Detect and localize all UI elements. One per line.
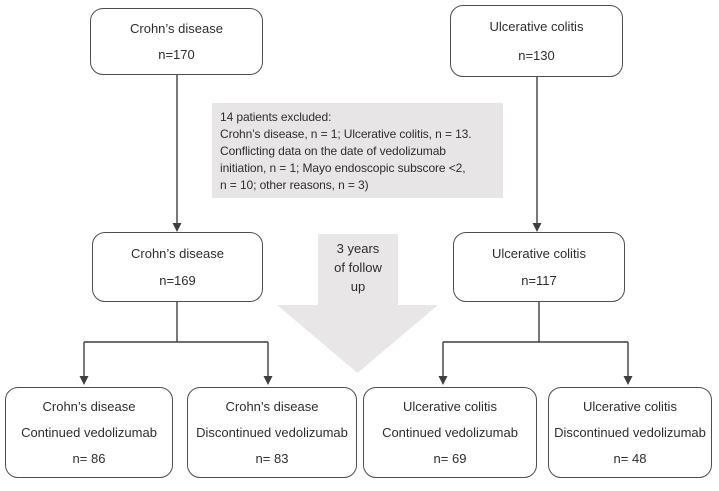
followup-line: 3 years (336, 241, 380, 256)
down-arrowhead-icon (172, 223, 182, 232)
node-count: n= 86 (72, 451, 106, 466)
exclusion-line: Crohn’s disease, n = 1; Ulcerative colit… (220, 127, 472, 141)
followup-big-arrow-shape (277, 234, 438, 373)
node-crohns-continued: Crohn’s disease Continued vedolizumab n=… (5, 387, 173, 478)
node-ulcerative-continued: Ulcerative colitis Continued vedolizumab… (363, 387, 537, 478)
exclusion-note: 14 patients excluded: Crohn’s disease, n… (212, 103, 503, 198)
node-label: Crohn’s disease (131, 245, 224, 261)
followup-line: of follow (334, 260, 382, 275)
node-sublabel: Discontinued vedolizumab (196, 425, 348, 440)
node-ulcerative-initial: Ulcerative colitis n=130 (450, 5, 623, 77)
exclusion-line: n = 10; other reasons, n = 3) (220, 178, 369, 192)
connector-uc-initial-to-followed (532, 77, 542, 232)
node-label: Ulcerative colitis (583, 399, 677, 414)
node-count: n=117 (521, 273, 557, 289)
node-count: n=169 (159, 273, 196, 289)
node-label: Crohn’s disease (225, 399, 319, 414)
node-count: n= 69 (433, 451, 467, 466)
followup-arrow-label: 3 years of follow up (318, 239, 398, 296)
node-ulcerative-followed: Ulcerative colitis n=117 (453, 232, 625, 302)
node-sublabel: Discontinued vedolizumab (554, 425, 706, 440)
followup-line: up (350, 279, 366, 294)
node-count: n=130 (518, 47, 555, 63)
down-arrowhead-icon (263, 376, 273, 385)
connector-cd-split (79, 302, 273, 385)
node-crohns-discontinued: Crohn’s disease Discontinued vedolizumab… (187, 387, 357, 478)
node-label: Crohn’s disease (42, 399, 136, 414)
node-label: Ulcerative colitis (492, 245, 586, 261)
node-label: Ulcerative colitis (489, 19, 584, 35)
node-count: n= 83 (255, 451, 289, 466)
exclusion-line: initiation, n = 1; Mayo endoscopic subsc… (220, 161, 466, 175)
node-crohns-followed: Crohn’s disease n=169 (92, 232, 263, 302)
node-label: Ulcerative colitis (403, 399, 497, 414)
exclusion-line: Conflicting data on the date of vedolizu… (220, 144, 446, 158)
down-arrowhead-icon (532, 223, 542, 232)
exclusion-line: 14 patients excluded: (220, 110, 332, 124)
connector-uc-split (438, 302, 633, 385)
node-crohns-initial: Crohn’s disease n=170 (90, 8, 263, 75)
down-arrowhead-icon (438, 376, 448, 385)
connector-cd-initial-to-followed (172, 75, 182, 232)
node-ulcerative-discontinued: Ulcerative colitis Discontinued vedolizu… (548, 387, 712, 478)
node-label: Crohn’s disease (130, 20, 223, 36)
node-sublabel: Continued vedolizumab (21, 425, 157, 440)
down-arrowhead-icon (79, 376, 89, 385)
node-count: n= 48 (613, 451, 647, 466)
node-sublabel: Continued vedolizumab (382, 425, 518, 440)
down-arrowhead-icon (623, 376, 633, 385)
node-count: n=170 (158, 47, 195, 63)
